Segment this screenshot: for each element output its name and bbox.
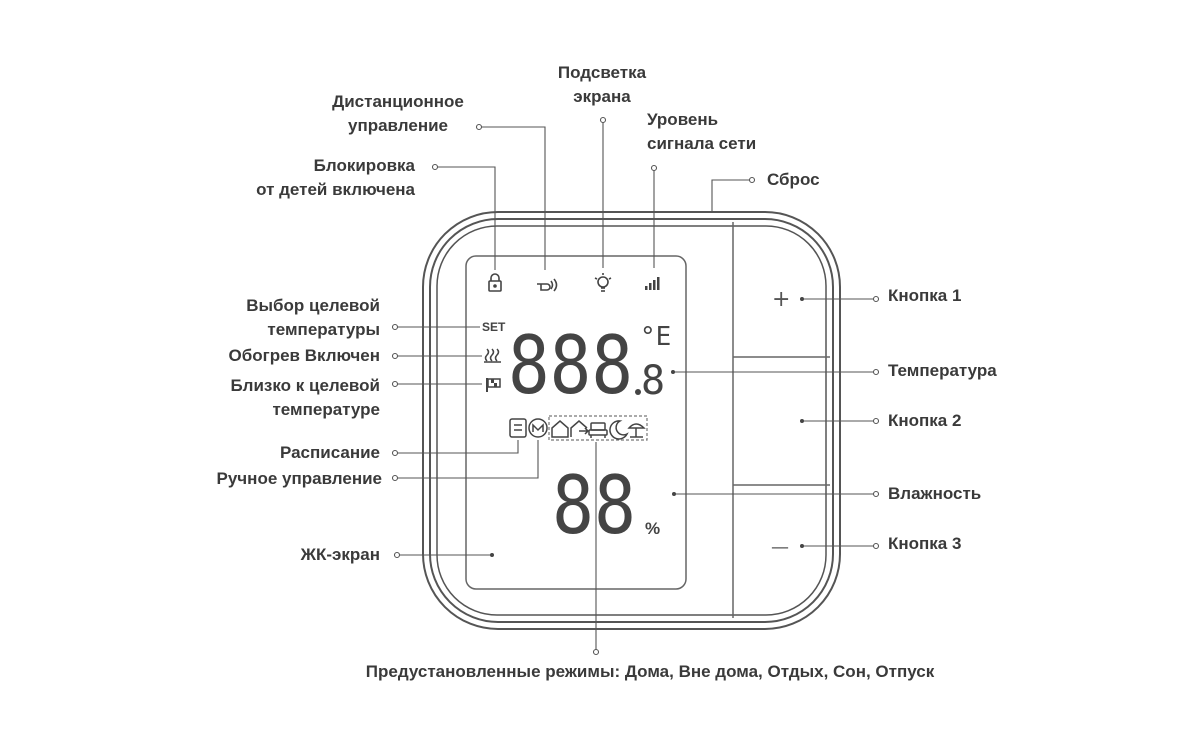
sleep-moon-icon [609,420,629,440]
humidity-digits: 88 [552,459,636,552]
label-reset: Сброс [767,170,820,189]
plus-button[interactable]: + [772,287,790,312]
button-panel [732,222,830,618]
temperature-unit: °E [640,322,671,352]
label-heating: Обогрев Включен [228,346,380,365]
label-schedule: Расписание [279,443,380,462]
label-lcd: ЖК-экран [300,545,380,564]
backlight-bulb-icon [594,273,612,292]
label-child-lock-line2: от детей включена [256,180,415,199]
preset-modes-frame [548,415,648,441]
label-remote-control-line1: Дистанционное [332,92,464,111]
humidity-unit: % [645,519,660,538]
label-button3: Кнопка 3 [888,534,962,553]
label-child-lock: Блокировка от детей включена [220,154,415,202]
label-signal-line2: сигнала сети [647,134,757,153]
remote-hand-icon [537,278,558,292]
label-target-select-line2: температуры [267,320,380,339]
label-target-select-line1: Выбор целевой [246,296,380,315]
target-dots [490,297,804,557]
label-manual: Ручное управление [216,469,382,488]
label-presets: Предустановленные режимы: Дома, Вне дома… [365,662,935,681]
rest-sofa-icon [588,422,608,438]
lock-icon [488,273,502,292]
flag-icon [486,378,501,392]
vacation-umbrella-icon [627,423,646,438]
heating-icon [484,348,501,363]
leader-lines [395,120,876,652]
label-humidity: Влажность [888,484,982,503]
decimal-point [635,389,641,395]
leader-dots [391,116,880,656]
label-backlight-line2: экрана [573,87,631,106]
label-backlight-line1: Подсветка [557,63,647,82]
label-remote-control: Дистанционное управление [318,90,478,138]
set-indicator: SET [482,320,506,334]
temperature-decimal: 8 [641,358,665,404]
manual-mode-icon [528,418,548,438]
away-icon [570,420,590,437]
temperature-digits: 888 [508,319,633,412]
label-target-select: Выбор целевой температуры [200,294,380,342]
signal-bars-icon [645,277,660,290]
label-near-target-line1: Близко к целевой [230,376,380,395]
lcd-screen [465,255,687,590]
label-signal-line1: Уровень [647,110,719,129]
label-temperature: Температура [888,361,997,380]
minus-button[interactable]: — [771,537,789,558]
label-button2: Кнопка 2 [888,411,962,430]
home-icon [551,420,569,438]
label-child-lock-line1: Блокировка [313,156,415,175]
label-backlight: Подсветка экрана [547,61,657,109]
label-remote-control-line2: управление [348,116,448,135]
label-signal: Уровень сигнала сети [647,108,787,156]
label-near-target-line2: температуре [272,400,380,419]
device-body [422,211,841,630]
label-button1: Кнопка 1 [888,286,962,305]
schedule-icon [509,418,527,438]
label-near-target: Близко к целевой температуре [200,374,380,422]
